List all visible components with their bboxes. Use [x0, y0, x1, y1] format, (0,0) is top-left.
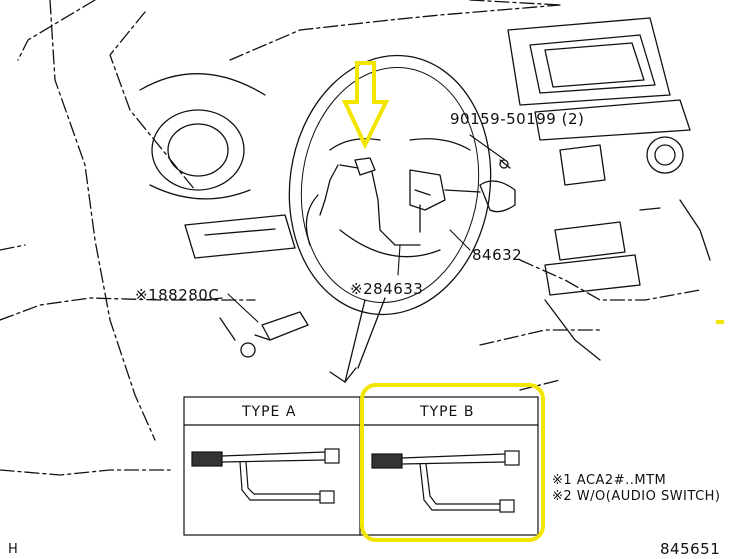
part-88280c-sensor: [204, 297, 309, 358]
note-1: ※1 ACA2#..MTM: [552, 473, 667, 488]
steering-wheel: [288, 54, 492, 316]
type-b-harness: [371, 450, 520, 513]
label-84632: 84632: [472, 246, 523, 264]
label-88280c: ※188280C: [135, 286, 220, 304]
note-2: ※2 W/O(AUDIO SWITCH): [552, 489, 721, 504]
label-bolt: 90159-50199 (2): [450, 110, 585, 128]
type-b-highlight: [360, 383, 545, 542]
type-a-harness: [191, 448, 340, 504]
figure-number: 845651: [660, 540, 721, 558]
highlight-mark: [716, 320, 724, 324]
center-console: [507, 17, 711, 361]
label-84633: ※284633: [350, 280, 424, 298]
type-a-heading: TYPE A: [242, 404, 297, 420]
down-arrow-icon: [341, 61, 390, 150]
down-arrow-to-inset: [329, 297, 386, 383]
corner-mark: H: [8, 542, 19, 557]
type-b-heading: TYPE B: [420, 404, 475, 420]
instrument-cluster: [139, 73, 296, 259]
switch-assembly: [319, 157, 516, 246]
leader-lines: [227, 134, 506, 323]
dashboard-outline: [0, 0, 701, 476]
